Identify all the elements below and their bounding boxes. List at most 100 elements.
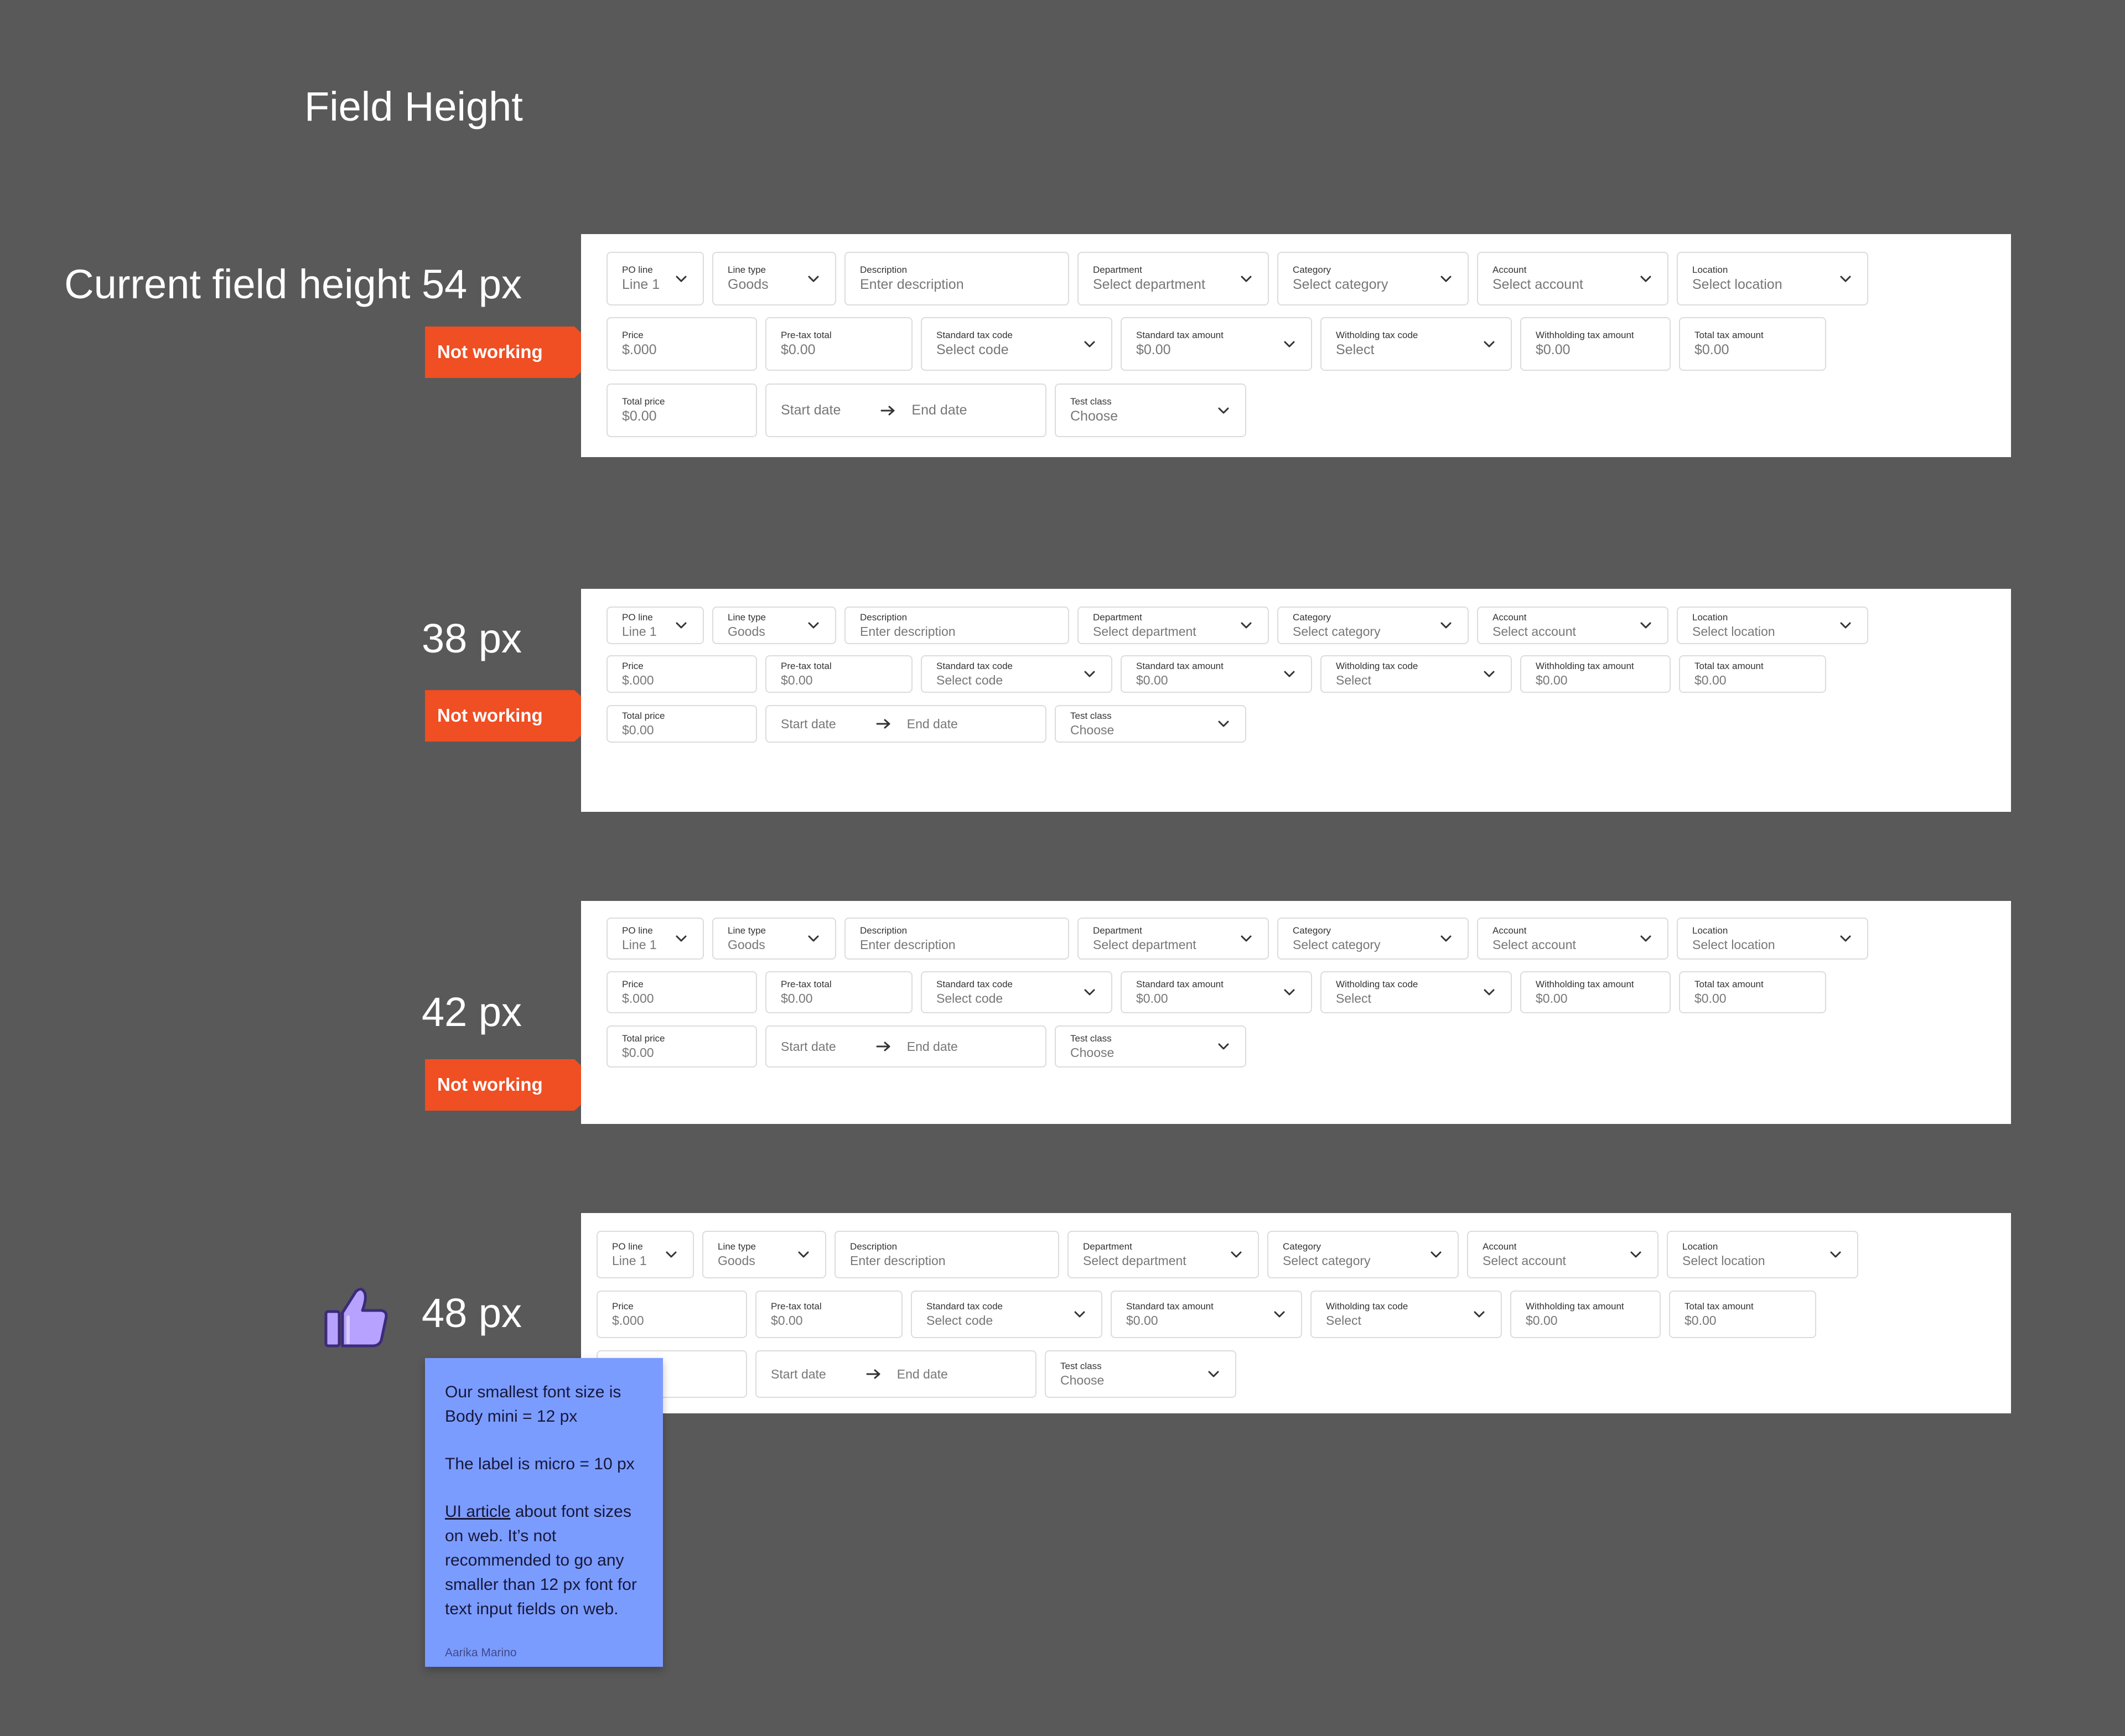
chevron-down-icon (1274, 1311, 1285, 1318)
section-label-38px: 38 px (421, 615, 522, 661)
end-date-input[interactable]: End date (911, 402, 967, 418)
note-author: Aarika Marino (445, 1646, 517, 1659)
price-field[interactable]: Price$.000 (607, 655, 757, 693)
pretax-total-field[interactable]: Pre-tax total$0.00 (765, 655, 913, 693)
wh-tax-amount-field[interactable]: Withholding tax amount$0.00 (1520, 971, 1671, 1013)
arrow-right-icon (876, 719, 890, 729)
field-label: Total tax amount (1694, 330, 1764, 340)
field-value: Goods (728, 277, 769, 292)
std-tax-amount-select[interactable]: Standard tax amount$0.00 (1121, 655, 1312, 693)
std-tax-amount-select[interactable]: Standard tax amount$0.00 (1121, 971, 1312, 1013)
date-range-field[interactable]: Start date End date (765, 384, 1046, 437)
field-value: $0.00 (1136, 991, 1168, 1006)
std-tax-amount-select[interactable]: Standard tax amount$0.00 (1111, 1291, 1302, 1338)
wh-tax-amount-field[interactable]: Withholding tax amount$0.00 (1520, 655, 1671, 693)
total-tax-amount-field[interactable]: Total tax amount$0.00 (1679, 971, 1826, 1013)
date-range-field[interactable]: Start date End date (765, 1025, 1046, 1067)
pretax-total-field[interactable]: Pre-tax total$0.00 (765, 317, 913, 371)
date-range-field[interactable]: Start date End date (755, 1350, 1036, 1398)
not-working-callout: Not working (425, 1059, 605, 1112)
not-working-callout: Not working (425, 327, 605, 379)
std-tax-amount-select[interactable]: Standard tax amount$0.00 (1121, 317, 1312, 371)
field-value: Select account (1492, 937, 1576, 952)
wh-tax-amount-field[interactable]: Withholding tax amount$0.00 (1520, 317, 1671, 371)
field-value: Select location (1692, 277, 1782, 292)
field-value: $0.00 (1536, 672, 1568, 687)
field-label: Line type (718, 1241, 756, 1252)
total-price-field[interactable]: Total price$0.00 (607, 384, 757, 437)
field-label: Department (1093, 612, 1142, 623)
price-field[interactable]: Price$.000 (597, 1291, 747, 1338)
price-field[interactable]: Price$.000 (607, 317, 757, 371)
start-date-input[interactable]: Start date (781, 402, 841, 418)
ui-article-link[interactable]: UI article (445, 1502, 511, 1521)
field-label: Description (860, 925, 908, 936)
field-label: Line type (728, 265, 766, 275)
arrow-right-icon (866, 1369, 880, 1379)
chevron-down-icon (1231, 1251, 1242, 1258)
pretax-total-field[interactable]: Pre-tax total$0.00 (755, 1291, 903, 1338)
start-date-input[interactable]: Start date (781, 1039, 836, 1054)
pretax-total-field[interactable]: Pre-tax total$0.00 (765, 971, 913, 1013)
start-date-input[interactable]: Start date (781, 716, 836, 731)
note-line-2: The label is micro = 10 px (445, 1455, 635, 1473)
field-value: Goods (718, 1253, 755, 1268)
total-tax-amount-field[interactable]: Total tax amount$0.00 (1669, 1291, 1816, 1338)
total-price-field[interactable]: Total price$0.00 (607, 705, 757, 743)
total-price-field[interactable]: Total price$0.00 (607, 1025, 757, 1067)
chevron-down-icon (1440, 276, 1452, 282)
wh-tax-amount-field[interactable]: Withholding tax amount$0.00 (1510, 1291, 1661, 1338)
field-label: Pre-tax total (771, 1300, 822, 1312)
price-field[interactable]: Price$.000 (607, 971, 757, 1013)
field-value: $0.00 (1126, 1313, 1158, 1328)
end-date-input[interactable]: End date (906, 1039, 958, 1054)
total-tax-amount-field[interactable]: Total tax amount$0.00 (1679, 655, 1826, 693)
end-date-input[interactable]: End date (896, 1366, 948, 1381)
chevron-down-icon (1284, 671, 1295, 677)
total-tax-amount-field[interactable]: Total tax amount$0.00 (1679, 317, 1826, 371)
end-date-input[interactable]: End date (906, 716, 958, 731)
date-range-field[interactable]: Start date End date (765, 705, 1046, 743)
start-date-input[interactable]: Start date (771, 1366, 826, 1381)
